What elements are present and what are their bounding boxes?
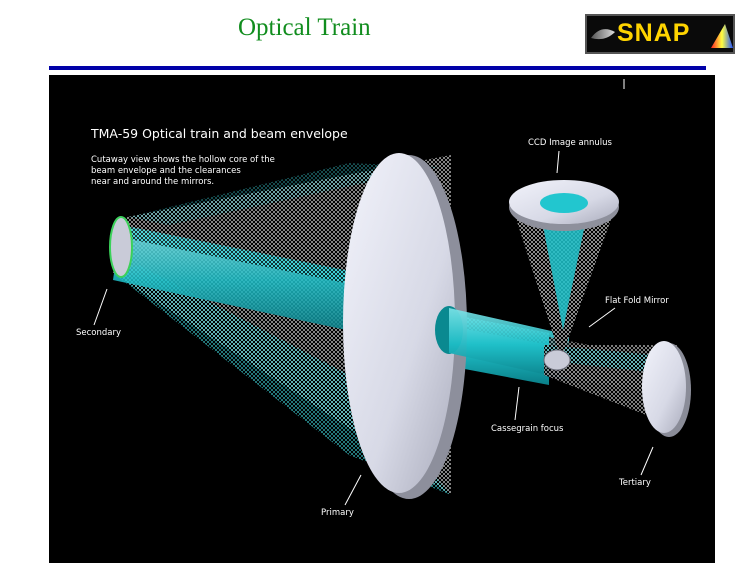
figure-description-line-2: beam envelope and the clearances bbox=[91, 166, 241, 176]
label-secondary: Secondary bbox=[76, 328, 121, 338]
tertiary-mirror bbox=[642, 341, 686, 433]
snap-logo: SNAP bbox=[585, 14, 735, 54]
arrow-flat-fold bbox=[588, 307, 616, 328]
label-primary: Primary bbox=[321, 508, 354, 518]
label-flat-fold-mirror: Flat Fold Mirror bbox=[605, 296, 669, 306]
arrow-cassegrain bbox=[514, 386, 520, 421]
arrow-ccd bbox=[556, 150, 560, 174]
arrow-tertiary bbox=[640, 446, 654, 476]
arrow-primary bbox=[344, 474, 362, 506]
optical-train-figure: TMA-59 Optical train and beam envelope C… bbox=[49, 75, 715, 563]
central-beam-tube bbox=[113, 225, 379, 337]
figure-description-line-1: Cutaway view shows the hollow core of th… bbox=[91, 155, 275, 165]
label-tertiary: Tertiary bbox=[618, 478, 651, 488]
logo-galaxy-art bbox=[591, 24, 733, 48]
figure-description-line-3: near and around the mirrors. bbox=[91, 177, 214, 187]
slide-title: Optical Train bbox=[238, 14, 371, 41]
primary-mirror bbox=[343, 153, 455, 493]
title-rule bbox=[49, 66, 706, 70]
secondary-mirror bbox=[109, 216, 133, 278]
label-ccd-image-annulus: CCD Image annulus bbox=[528, 138, 613, 148]
flat-fold-mirror bbox=[543, 349, 571, 371]
optical-train-diagram: TMA-59 Optical train and beam envelope C… bbox=[76, 79, 691, 518]
figure-title: TMA-59 Optical train and beam envelope bbox=[90, 126, 348, 141]
beam-envelope-cyan-upper bbox=[129, 163, 439, 225]
arrow-secondary bbox=[93, 288, 108, 326]
label-cassegrain-focus: Cassegrain focus bbox=[491, 424, 564, 434]
logo-text: SNAP bbox=[617, 19, 691, 47]
